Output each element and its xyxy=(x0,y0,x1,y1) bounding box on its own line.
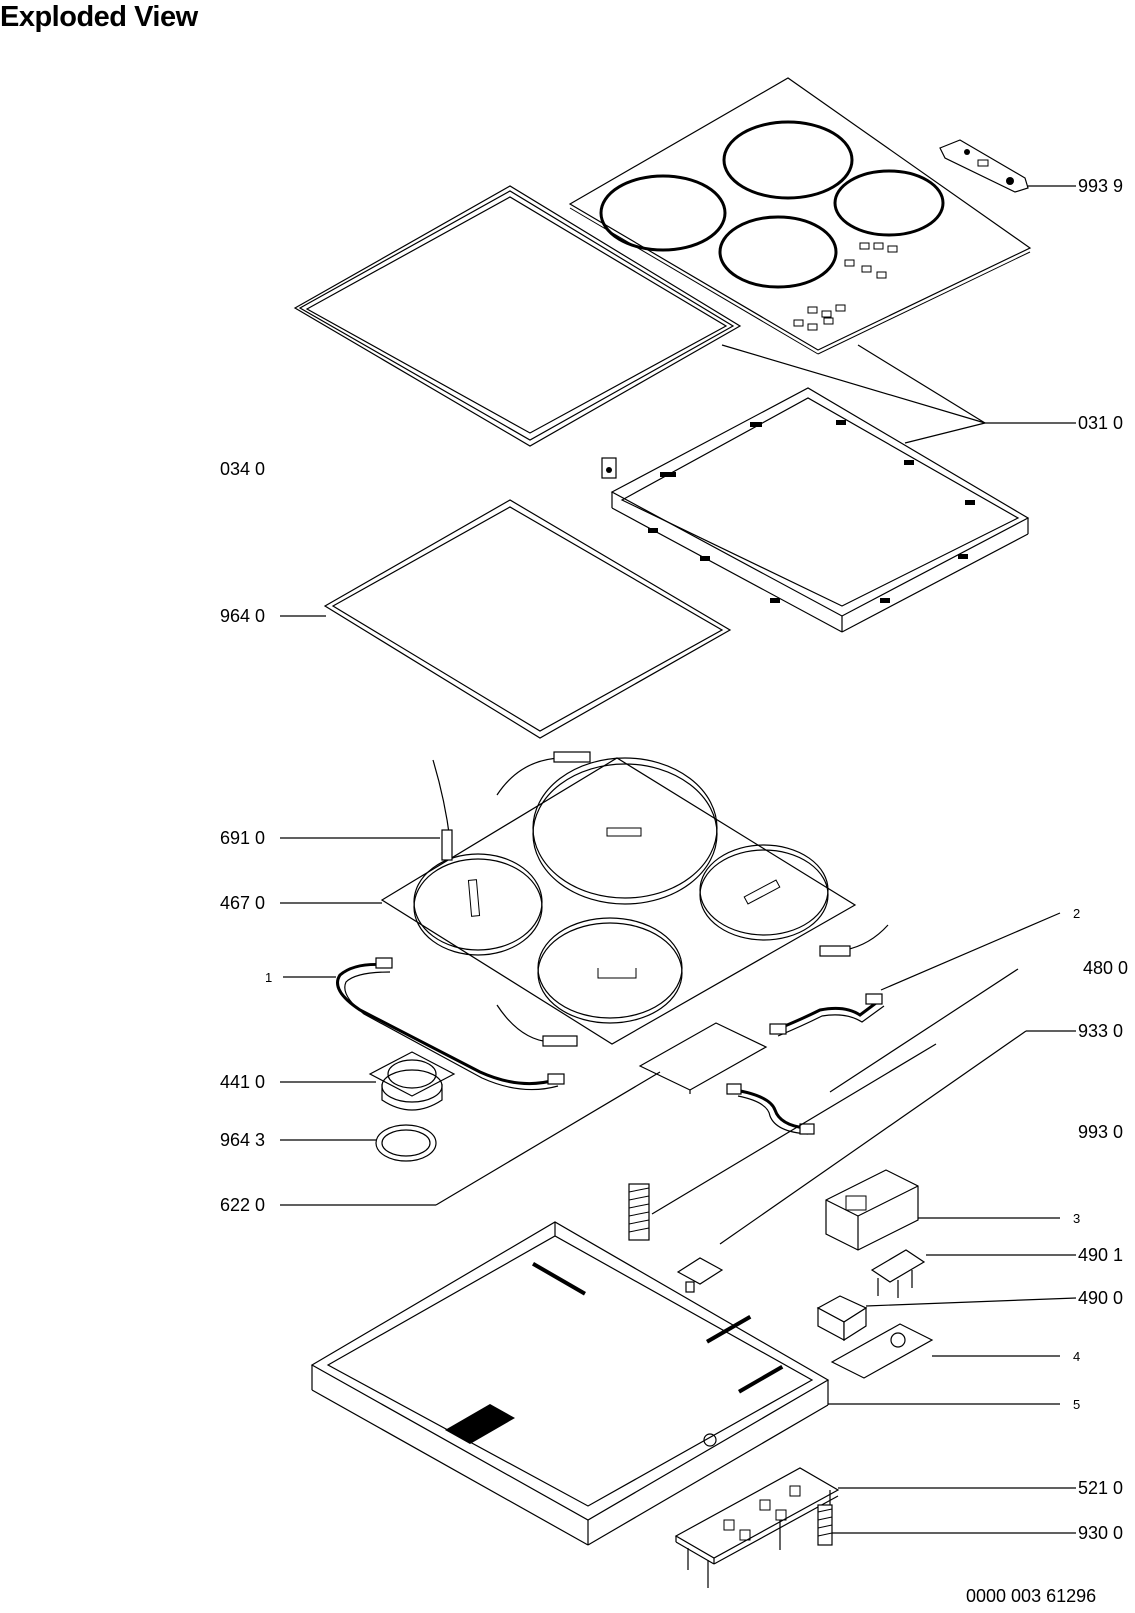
hob-ring-top xyxy=(722,120,854,200)
leader-lines xyxy=(280,185,1077,1534)
hob-ring-right xyxy=(833,169,945,237)
callout-930-0: 930 0 xyxy=(1078,1523,1124,1543)
callout-993-0: 993 0 xyxy=(1078,1122,1124,1142)
sensor-wires xyxy=(432,751,889,1047)
ceramic-glass-top xyxy=(568,77,1032,355)
drawing-number: 0000 003 61296 xyxy=(966,1586,1097,1606)
callout-964-0: 964 0 xyxy=(220,606,266,626)
callout-5: 5 xyxy=(1073,1397,1081,1412)
trim-clip-part xyxy=(939,139,1029,193)
cable-harness-2 xyxy=(769,993,885,1037)
fan-seal-ring xyxy=(375,1124,437,1162)
hob-ring-left xyxy=(599,174,727,252)
cooling-fan xyxy=(368,1051,456,1111)
callout-622-0: 622 0 xyxy=(220,1195,266,1215)
callout-2: 2 xyxy=(1073,906,1081,921)
page-title: Exploded View xyxy=(0,1,198,33)
callout-691-0: 691 0 xyxy=(220,828,266,848)
frame-clip xyxy=(601,457,617,479)
callout-490-0: 490 0 xyxy=(1078,1288,1124,1308)
touch-control-keys xyxy=(793,242,898,331)
metal-frame xyxy=(610,387,1030,633)
power-pcb xyxy=(674,1467,840,1588)
callout-3: 3 xyxy=(1073,1211,1081,1226)
rubber-gasket xyxy=(323,499,732,739)
callout-031-0: 031 0 xyxy=(1078,413,1124,433)
terminal-block-490-1 xyxy=(870,1249,926,1298)
terminal-block-490-0 xyxy=(816,1295,868,1342)
callout-441-0: 441 0 xyxy=(220,1072,266,1092)
heating-element-front xyxy=(537,917,683,1019)
heating-element-plate xyxy=(380,757,857,1045)
callout-521-0: 521 0 xyxy=(1078,1478,1124,1498)
callout-993-9: 993 9 xyxy=(1078,176,1124,196)
vent-grille xyxy=(445,1404,515,1444)
callout-467-0: 467 0 xyxy=(220,893,266,913)
callout-034-0: 034 0 xyxy=(220,459,266,479)
outer-frame-seal xyxy=(293,185,742,447)
heating-element-right xyxy=(699,844,829,936)
filter-board xyxy=(830,1323,934,1379)
terminal-bracket xyxy=(825,1169,919,1251)
bottom-housing xyxy=(310,1221,830,1546)
callout-490-1: 490 1 xyxy=(1078,1245,1124,1265)
spring-930 xyxy=(817,1504,833,1546)
callout-933-0: 933 0 xyxy=(1078,1021,1124,1041)
callout-480-0: 480 0 xyxy=(1083,958,1129,978)
mounting-bracket-small xyxy=(676,1257,724,1293)
callout-964-3: 964 3 xyxy=(220,1130,266,1150)
hob-ring-front xyxy=(718,215,838,289)
callout-4: 4 xyxy=(1073,1349,1081,1364)
cable-harness-933 xyxy=(726,1083,815,1135)
spring xyxy=(628,1183,650,1241)
cable-harness-1 xyxy=(336,957,565,1091)
callout-1: 1 xyxy=(265,970,273,985)
control-pcb xyxy=(638,1022,768,1094)
